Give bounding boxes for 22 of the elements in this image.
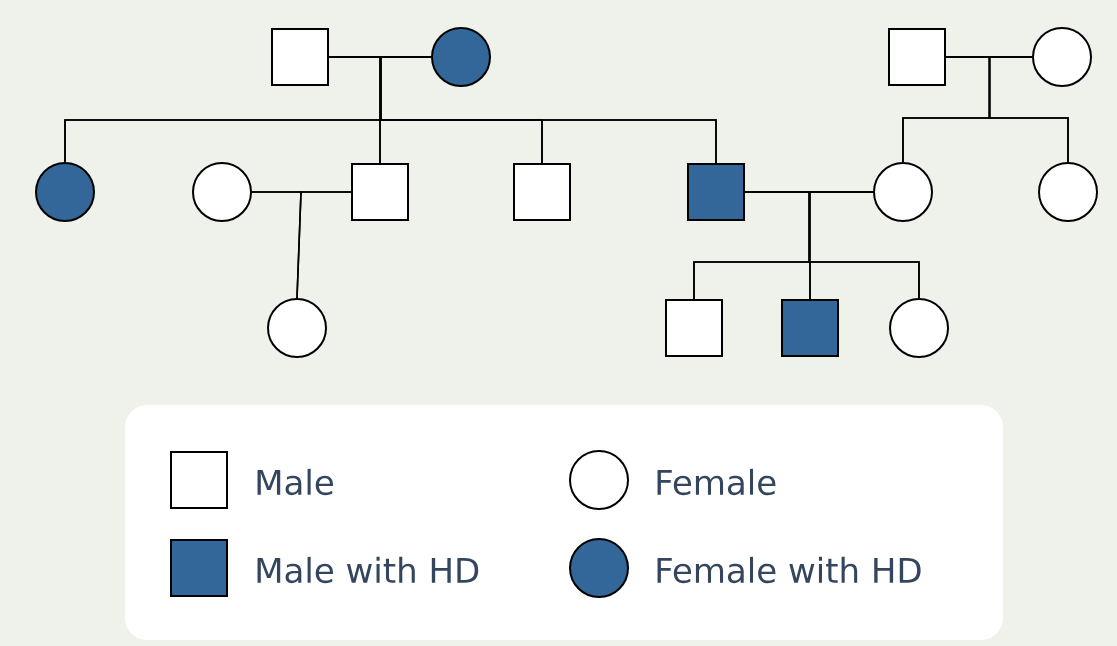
female-circle-filled (35, 162, 95, 222)
pedigree-line (808, 191, 920, 299)
pedigree-line (296, 191, 352, 299)
legend-text: Male (257, 468, 333, 496)
female-circle-filled (431, 27, 491, 87)
female-circle (1032, 27, 1092, 87)
male-square (351, 163, 409, 221)
legend-text: Male with HD (257, 556, 479, 584)
male-square-filled (781, 299, 839, 357)
male-square-filled (687, 163, 745, 221)
female-circle (889, 298, 949, 358)
male-square (513, 163, 571, 221)
male-square (665, 299, 723, 357)
female-circle (192, 162, 252, 222)
female-circle (873, 162, 933, 222)
male-square (271, 28, 329, 86)
female-circle (267, 298, 327, 358)
legend-text: Female with HD (657, 556, 921, 584)
pedigree-line (988, 56, 1069, 163)
legend-text: Female (657, 468, 776, 496)
female-circle (1038, 162, 1098, 222)
male-square (888, 28, 946, 86)
